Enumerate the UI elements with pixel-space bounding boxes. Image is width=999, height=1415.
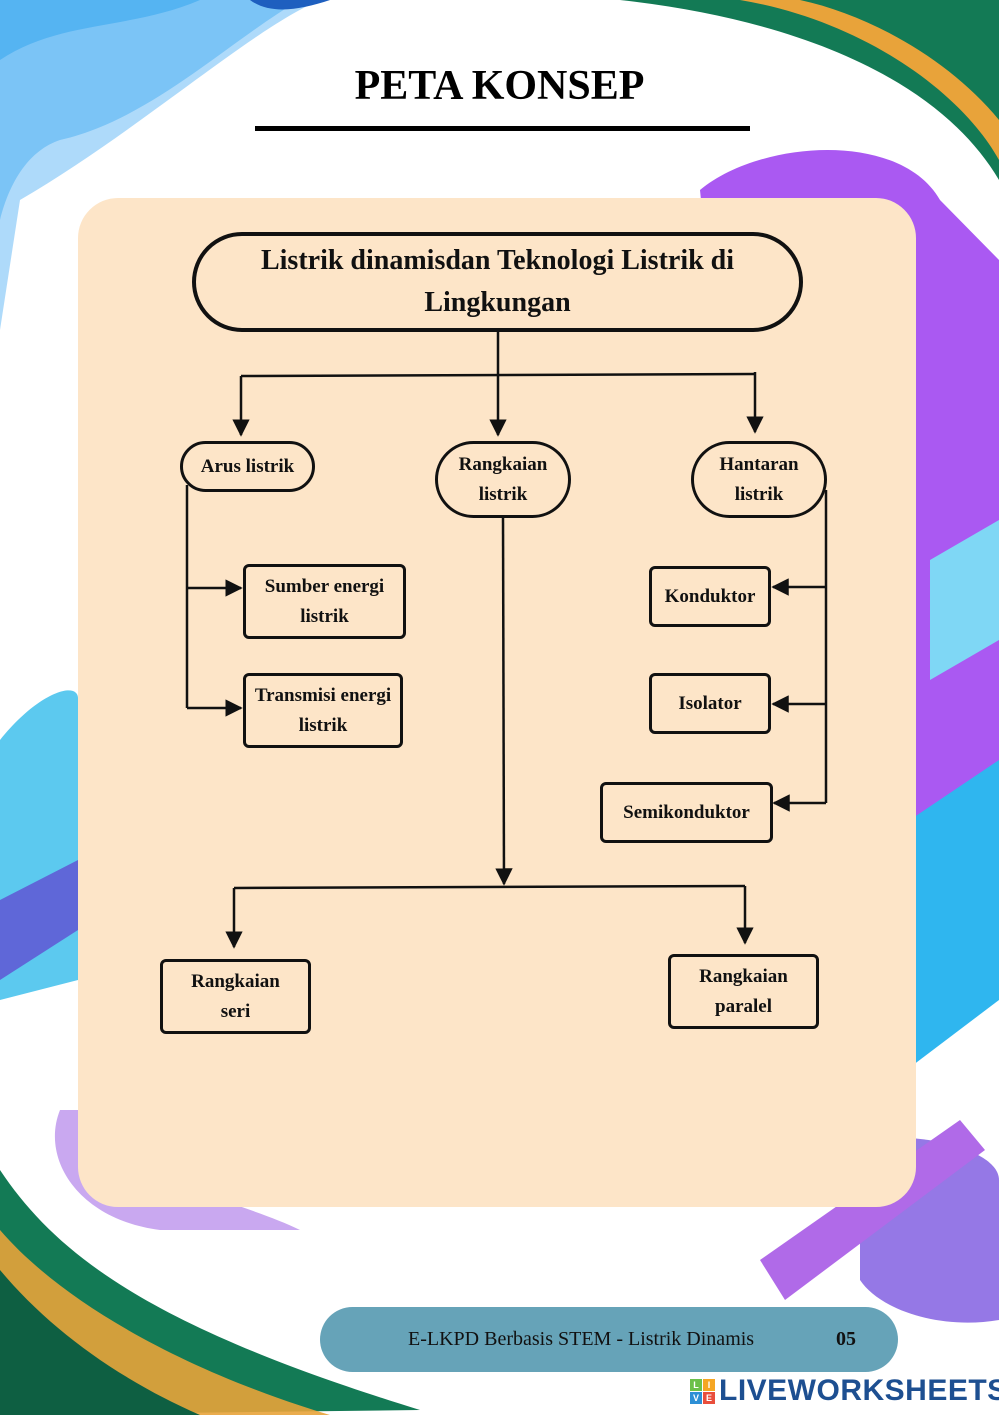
node-konduktor: Konduktor [649,566,771,627]
title-underline [255,126,750,131]
connector [233,884,746,890]
node-rangkaian-seri: Rangkaian seri [160,959,311,1034]
node-arus-listrik: Arus listrik [180,441,315,492]
node-transmisi-energi-listrik: Transmisi energi listrik [243,673,403,748]
page-number: 05 [836,1328,856,1350]
node-hantaran-listrik: Hantaran listrik [691,441,827,518]
node-isolator: Isolator [649,673,771,734]
connector [495,516,513,886]
node-sumber-energi-listrik: Sumber energi listrik [243,564,406,639]
footer-text: E-LKPD Berbasis STEM - Listrik Dinamis [408,1328,755,1350]
liveworksheets-logo: L I V E LIVEWORKSHEETS [690,1374,999,1408]
liveworksheets-text: LIVEWORKSHEETS [719,1374,999,1407]
connector [240,372,756,378]
page-title: PETA KONSEP [354,63,645,109]
node-semikonduktor: Semikonduktor [600,782,773,843]
node-rangkaian-listrik: Rangkaian listrik [435,441,571,518]
root-node: Listrik dinamisdan Teknologi Listrik di … [192,232,803,332]
node-rangkaian-paralel: Rangkaian paralel [668,954,819,1029]
liveworksheets-logo-icon: L I V E [690,1378,715,1404]
footer-bar [320,1307,898,1372]
